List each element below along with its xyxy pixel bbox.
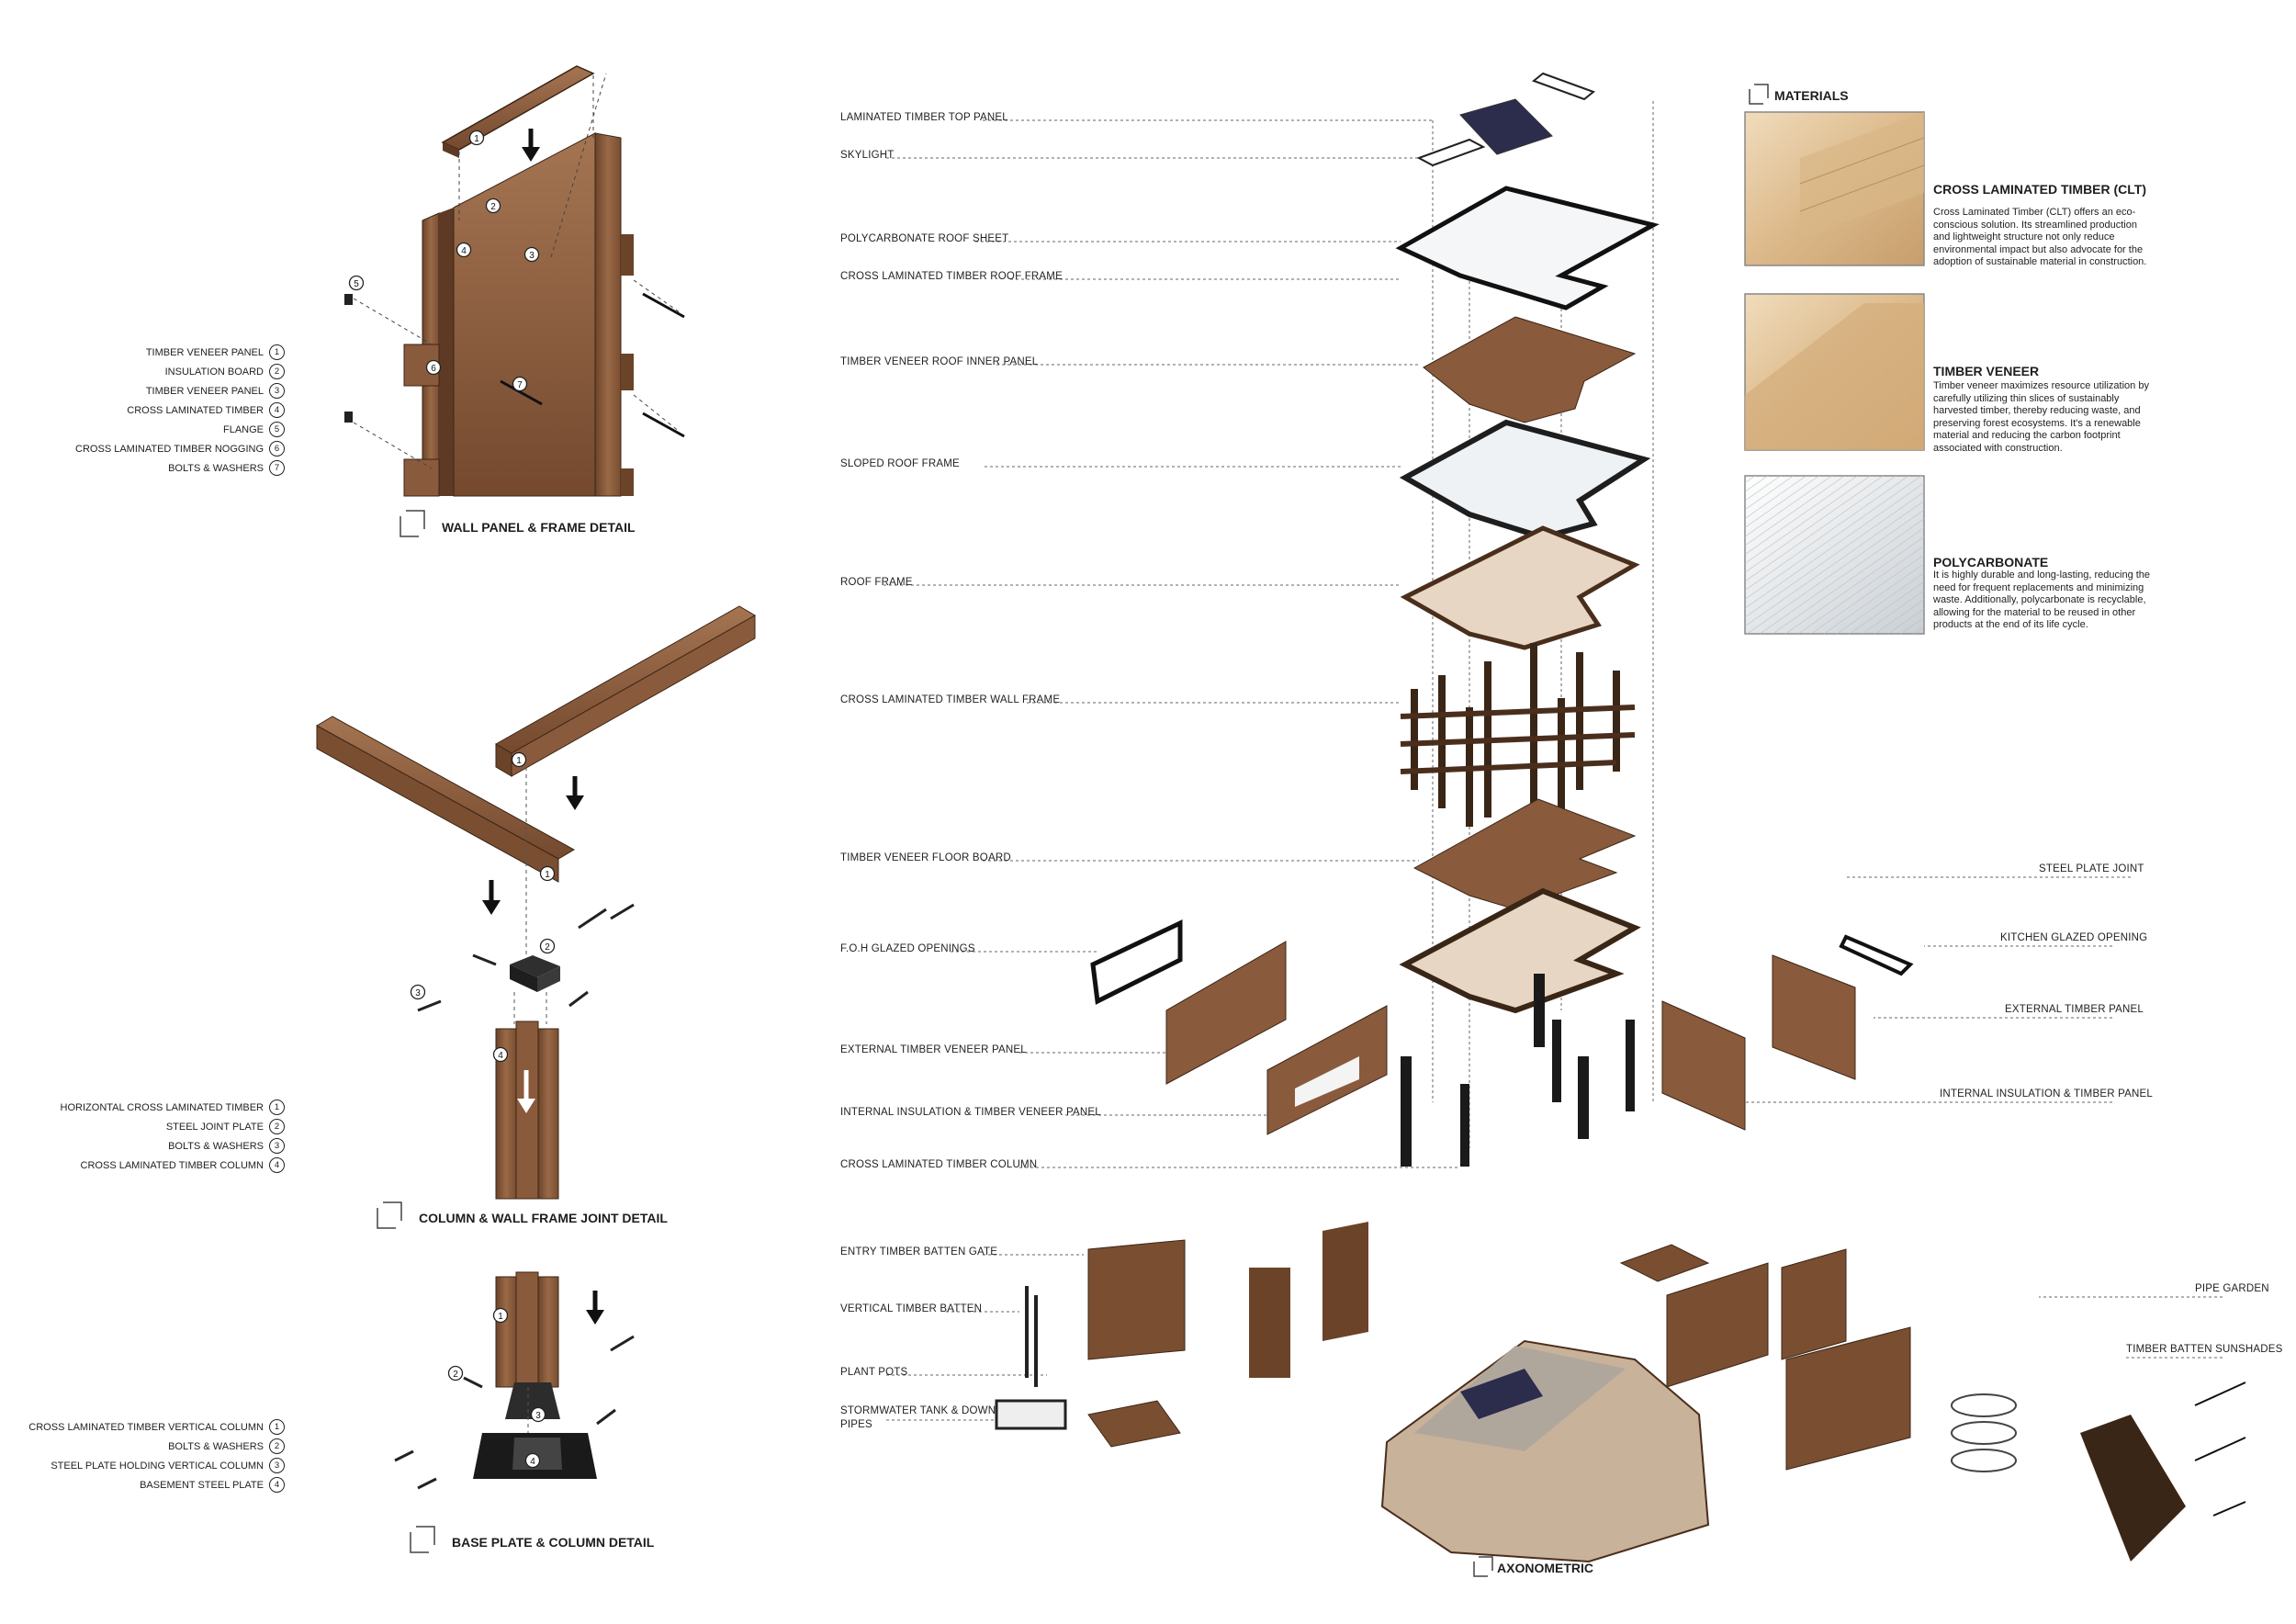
axo-label: F.O.H GLAZED OPENINGS (840, 943, 975, 954)
axo-label: KITCHEN GLAZED OPENING (2000, 932, 2148, 943)
svg-text:1: 1 (545, 870, 550, 880)
axo-label: STEEL PLATE JOINT (2039, 863, 2144, 874)
svg-text:4: 4 (461, 246, 467, 256)
svg-text:2: 2 (490, 202, 496, 212)
svg-text:3: 3 (529, 251, 535, 261)
axo-label: INTERNAL INSULATION & TIMBER VENEER PANE… (840, 1107, 1101, 1118)
axo-label: INTERNAL INSULATION & TIMBER PANEL (1940, 1088, 2153, 1100)
svg-text:3: 3 (535, 1411, 541, 1421)
axo-label: TIMBER VENEER ROOF INNER PANEL (840, 356, 1039, 367)
axo-label: VERTICAL TIMBER BATTEN (840, 1303, 983, 1314)
svg-text:6: 6 (431, 364, 436, 374)
axonometric-stack (884, 72, 2246, 1563)
axo-label: TIMBER BATTEN SUNSHADES (2126, 1344, 2283, 1355)
materials-heading: MATERIALS (1774, 88, 1849, 103)
axo-label: PIPE GARDEN (2195, 1283, 2269, 1294)
svg-text:1: 1 (516, 756, 522, 766)
axo-label: CROSS LAMINATED TIMBER WALL FRAME (840, 694, 1061, 705)
material-desc-clt: Cross Laminated Timber (CLT) offers an e… (1933, 207, 2147, 267)
axo-label: EXTERNAL TIMBER VENEER PANEL (840, 1044, 1027, 1055)
axo-label: LAMINATED TIMBER TOP PANEL (840, 112, 1008, 123)
base-detail-title: BASE PLATE & COLUMN DETAIL (452, 1535, 655, 1550)
axo-label: CROSS LAMINATED TIMBER COLUMN (840, 1159, 1038, 1170)
svg-text:1: 1 (498, 1312, 503, 1322)
svg-text:4: 4 (530, 1457, 535, 1467)
joint-detail-title: COLUMN & WALL FRAME JOINT DETAIL (419, 1211, 668, 1225)
material-desc-polycarbonate: It is highly durable and long-lasting, r… (1933, 570, 2151, 630)
axo-label: SLOPED ROOF FRAME (840, 458, 960, 469)
axo-label: STORMWATER TANK & DOWN (840, 1405, 996, 1416)
material-desc-veneer: Timber veneer maximizes resource utiliza… (1933, 380, 2149, 454)
axo-label: TIMBER VENEER FLOOR BOARD (840, 852, 1011, 863)
svg-text:2: 2 (545, 942, 550, 953)
svg-text:4: 4 (498, 1051, 503, 1061)
svg-text:3: 3 (415, 988, 421, 998)
wall-detail-title: WALL PANEL & FRAME DETAIL (442, 520, 636, 535)
axo-label: PLANT POTS (840, 1367, 908, 1378)
wall-section-icon (400, 510, 425, 537)
wall-panel-detail-drawing: 1 2 3 4 5 6 7 (344, 65, 685, 497)
material-swatches (1744, 111, 1925, 635)
axo-label: ENTRY TIMBER BATTEN GATE (840, 1246, 998, 1257)
axo-label: CROSS LAMINATED TIMBER ROOF FRAME (840, 271, 1063, 282)
svg-text:5: 5 (354, 279, 359, 289)
material-title-veneer: TIMBER VENEER (1933, 364, 2040, 378)
material-title-clt: CROSS LAMINATED TIMBER (CLT) (1933, 182, 2147, 197)
material-title-polycarbonate: POLYCARBONATE (1933, 555, 2049, 570)
axo-label: ROOF FRAME (840, 577, 913, 588)
svg-text:1: 1 (474, 134, 479, 144)
svg-text:7: 7 (517, 380, 523, 390)
axo-label: PIPES (840, 1419, 872, 1430)
joint-detail-drawing: 1 1 2 3 4 (315, 605, 757, 1200)
axonometric-title: AXONOMETRIC (1497, 1561, 1593, 1575)
axo-label: EXTERNAL TIMBER PANEL (2005, 1004, 2144, 1015)
base-detail-drawing: 1 2 3 4 (394, 1271, 635, 1490)
axo-label: SKYLIGHT (840, 150, 895, 161)
axo-label: POLYCARBONATE ROOF SHEET (840, 233, 1009, 244)
svg-text:2: 2 (453, 1370, 458, 1380)
